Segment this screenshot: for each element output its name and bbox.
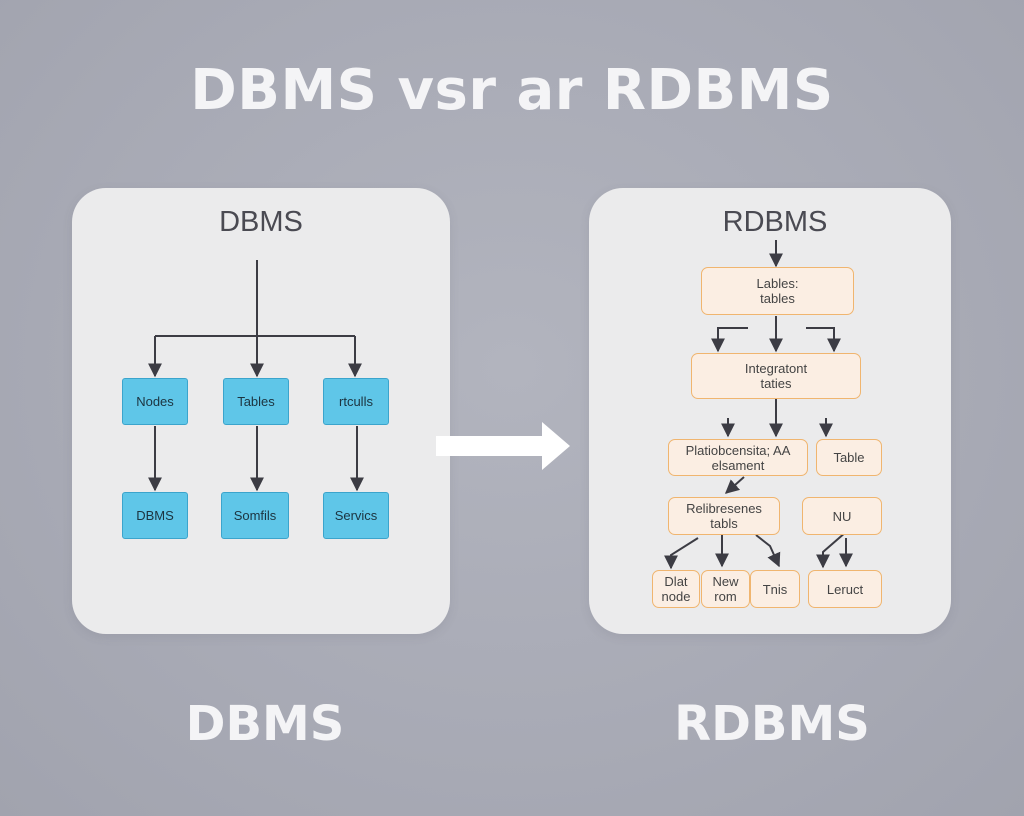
- transition-arrow-icon: [436, 422, 570, 470]
- rdbms-node: New rom: [701, 570, 750, 608]
- rdbms-node: Leruct: [808, 570, 882, 608]
- dbms-node: Somfils: [221, 492, 289, 539]
- connector-arrow: [724, 476, 745, 494]
- connector-arrow: [664, 537, 699, 570]
- rdbms-panel-title: RDBMS: [722, 206, 828, 238]
- rdbms-node: NU: [802, 497, 882, 535]
- rdbms-node: Dlat node: [652, 570, 700, 608]
- rdbms-node: Tnis: [750, 570, 800, 608]
- main-title: DBMS vsr ar RDBMS: [190, 58, 834, 123]
- rdbms-node: Table: [816, 439, 882, 476]
- dbms-bottom-label: DBMS: [185, 696, 345, 752]
- dbms-node: Nodes: [122, 378, 188, 425]
- dbms-node: Servics: [323, 492, 389, 539]
- rdbms-node: Platiobcensita; AA elsament: [668, 439, 808, 476]
- rdbms-node: Integratont taties: [691, 353, 861, 399]
- connector-arrow: [806, 327, 841, 353]
- connector-arrow: [711, 327, 748, 353]
- dbms-node: Tables: [223, 378, 289, 425]
- connector-arrow: [816, 531, 847, 569]
- connector-arrow: [755, 534, 781, 568]
- dbms-panel-title: DBMS: [219, 206, 303, 238]
- dbms-node: DBMS: [122, 492, 188, 539]
- dbms-node: rtculls: [323, 378, 389, 425]
- rdbms-bottom-label: RDBMS: [674, 696, 870, 752]
- rdbms-node: Relibresenes tabls: [668, 497, 780, 535]
- rdbms-node: Lables: tables: [701, 267, 854, 315]
